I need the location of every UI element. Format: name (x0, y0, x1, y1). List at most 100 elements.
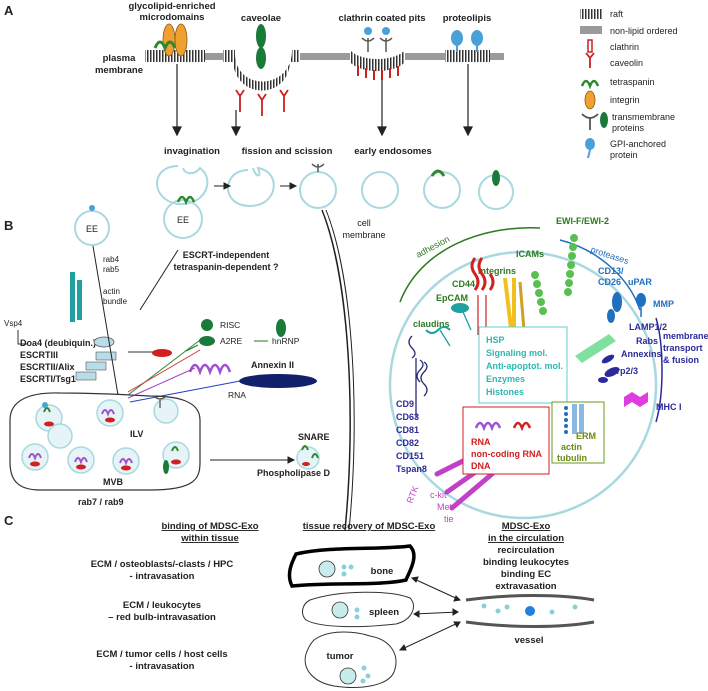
ilv-vesicle (96, 399, 124, 427)
arp-label: Arp2/3 (610, 366, 638, 376)
legend-caveolin: caveolin (610, 58, 643, 68)
proteases-label: proteases (589, 244, 630, 266)
row-bone-2: - intravasation (130, 571, 195, 582)
panel-a-step-labels: invagination fission and scission early … (164, 146, 432, 157)
actin-label: actin (103, 287, 120, 296)
rna-box (462, 406, 550, 475)
cd13-label: CD13/ (598, 266, 624, 276)
risc-icon (201, 319, 213, 331)
label-microdomains: microdomains (140, 12, 205, 23)
cd-item: CD151 (396, 451, 424, 461)
a2re-icon (199, 336, 215, 346)
integrin-icons (153, 23, 188, 57)
gpi-anchor-stem (587, 149, 591, 159)
rna-box-line: DNA (471, 461, 491, 471)
rab5-label: rab5 (103, 265, 120, 274)
bundle-label: bundle (103, 297, 128, 306)
mvb-outline (9, 392, 201, 491)
escrt1-block (75, 371, 97, 381)
actin-bundle-bar (70, 272, 75, 322)
exosome-dot (354, 607, 360, 613)
hsp-line: Enzymes (486, 374, 525, 384)
cd-item: CD63 (396, 412, 419, 422)
nonlipid-segment (205, 53, 223, 60)
rtk-label: RTK (405, 484, 421, 504)
legend-transmembrane-1: transmembrane (612, 112, 675, 122)
circulation-list: recirculation binding leukocytes binding… (483, 545, 569, 592)
exosome-dot (549, 609, 555, 615)
tie-label: tie (444, 514, 454, 524)
panel-c-headers: binding of MDSC-Exo within tissue tissue… (161, 521, 564, 544)
legend-raft-swatch (580, 9, 602, 19)
gpi-protein-icon (89, 205, 95, 211)
hnrnp-label: hnRNP (272, 336, 300, 346)
hsp-line: Signaling mol. (486, 348, 548, 358)
nonlipid-segment (405, 53, 445, 60)
tetraspanin-cluster (408, 335, 428, 418)
risc-label: RISC (220, 320, 240, 330)
exosome-membrane (388, 250, 658, 520)
rab79-label: rab7 / rab9 (78, 497, 124, 507)
panel-a-label: A (4, 3, 14, 18)
header-binding-1: binding of MDSC-Exo (161, 521, 258, 532)
claudin-stem (439, 329, 451, 347)
exosome-dot (360, 678, 366, 684)
transmembrane-icon (581, 113, 599, 130)
mvb-exosome-arrow (210, 456, 296, 464)
gpi-anchor-icon (585, 138, 595, 150)
integrin-icon (174, 23, 188, 57)
escrt1-label: ESCRTI/Tsg1 (20, 374, 76, 384)
nonlipid-segment (300, 53, 350, 60)
label-membrane: membrane (95, 65, 143, 76)
endosome-arrows (214, 182, 298, 190)
tetraspanin-icon (430, 169, 446, 177)
legend-transmembrane-2: proteins (612, 123, 645, 133)
transmembrane-protein-icon (600, 112, 608, 128)
tetraspanin-icon (580, 79, 600, 90)
panel-a-legend: raft non-lipid ordered clathrin caveolin… (580, 9, 678, 160)
proteolipis-proteins (451, 30, 483, 52)
nonlipid-segment (490, 53, 504, 60)
upar-icon (636, 293, 646, 307)
exosome-dot (481, 603, 487, 609)
row-tumor-2: - intravasation (130, 661, 195, 672)
integrin-icon (584, 90, 596, 110)
snare-label: SNARE (298, 432, 330, 442)
escrt3-label: ESCRTIII (20, 350, 58, 360)
transmembrane-protein-icon (256, 47, 266, 69)
claudins-label: claudins (413, 319, 450, 329)
cell-membrane-line (321, 209, 351, 531)
vsp4-connector (17, 330, 28, 345)
membrane-transport-bracket (655, 317, 663, 423)
gpi-protein-icon (364, 27, 372, 35)
adhesion-label: adhesion (414, 234, 451, 260)
exosome-dot (354, 614, 360, 620)
row-spleen-1: ECM / leukocytes (123, 600, 201, 611)
legend-gpi-2: protein (610, 150, 638, 160)
escrt2-block (85, 361, 107, 371)
escrt2-label: ESCRTII/Alix (20, 362, 75, 372)
erm-line: ERM (576, 431, 596, 441)
arp-icon (598, 377, 608, 383)
transport-label: transport (663, 343, 703, 353)
ilv-label: ILV (130, 429, 143, 439)
erm-box (551, 401, 605, 464)
cd44-label: CD44 (452, 279, 475, 289)
circulation-item: binding leukocytes (483, 557, 569, 568)
epcam-label: EpCAM (436, 293, 468, 303)
exosome-dot (365, 673, 371, 679)
endosome-sequence (156, 165, 514, 210)
rna-label: RNA (228, 390, 246, 400)
legend-tetraspanin: tetraspanin (610, 77, 655, 87)
endosome-cargo (311, 163, 500, 186)
clathrin-pit-proteins (357, 27, 399, 80)
exosome-dot (341, 564, 347, 570)
mvb-label: MVB (103, 477, 124, 487)
circulation-item: binding EC (501, 569, 551, 580)
plasma-membrane (145, 50, 504, 91)
integrin-icon (518, 281, 526, 331)
clathrin-icons (357, 66, 399, 80)
escrt-independent-label: ESCRT-independent (183, 250, 270, 260)
cd-item: CD81 (396, 425, 419, 435)
vessel-exosome (525, 606, 535, 616)
